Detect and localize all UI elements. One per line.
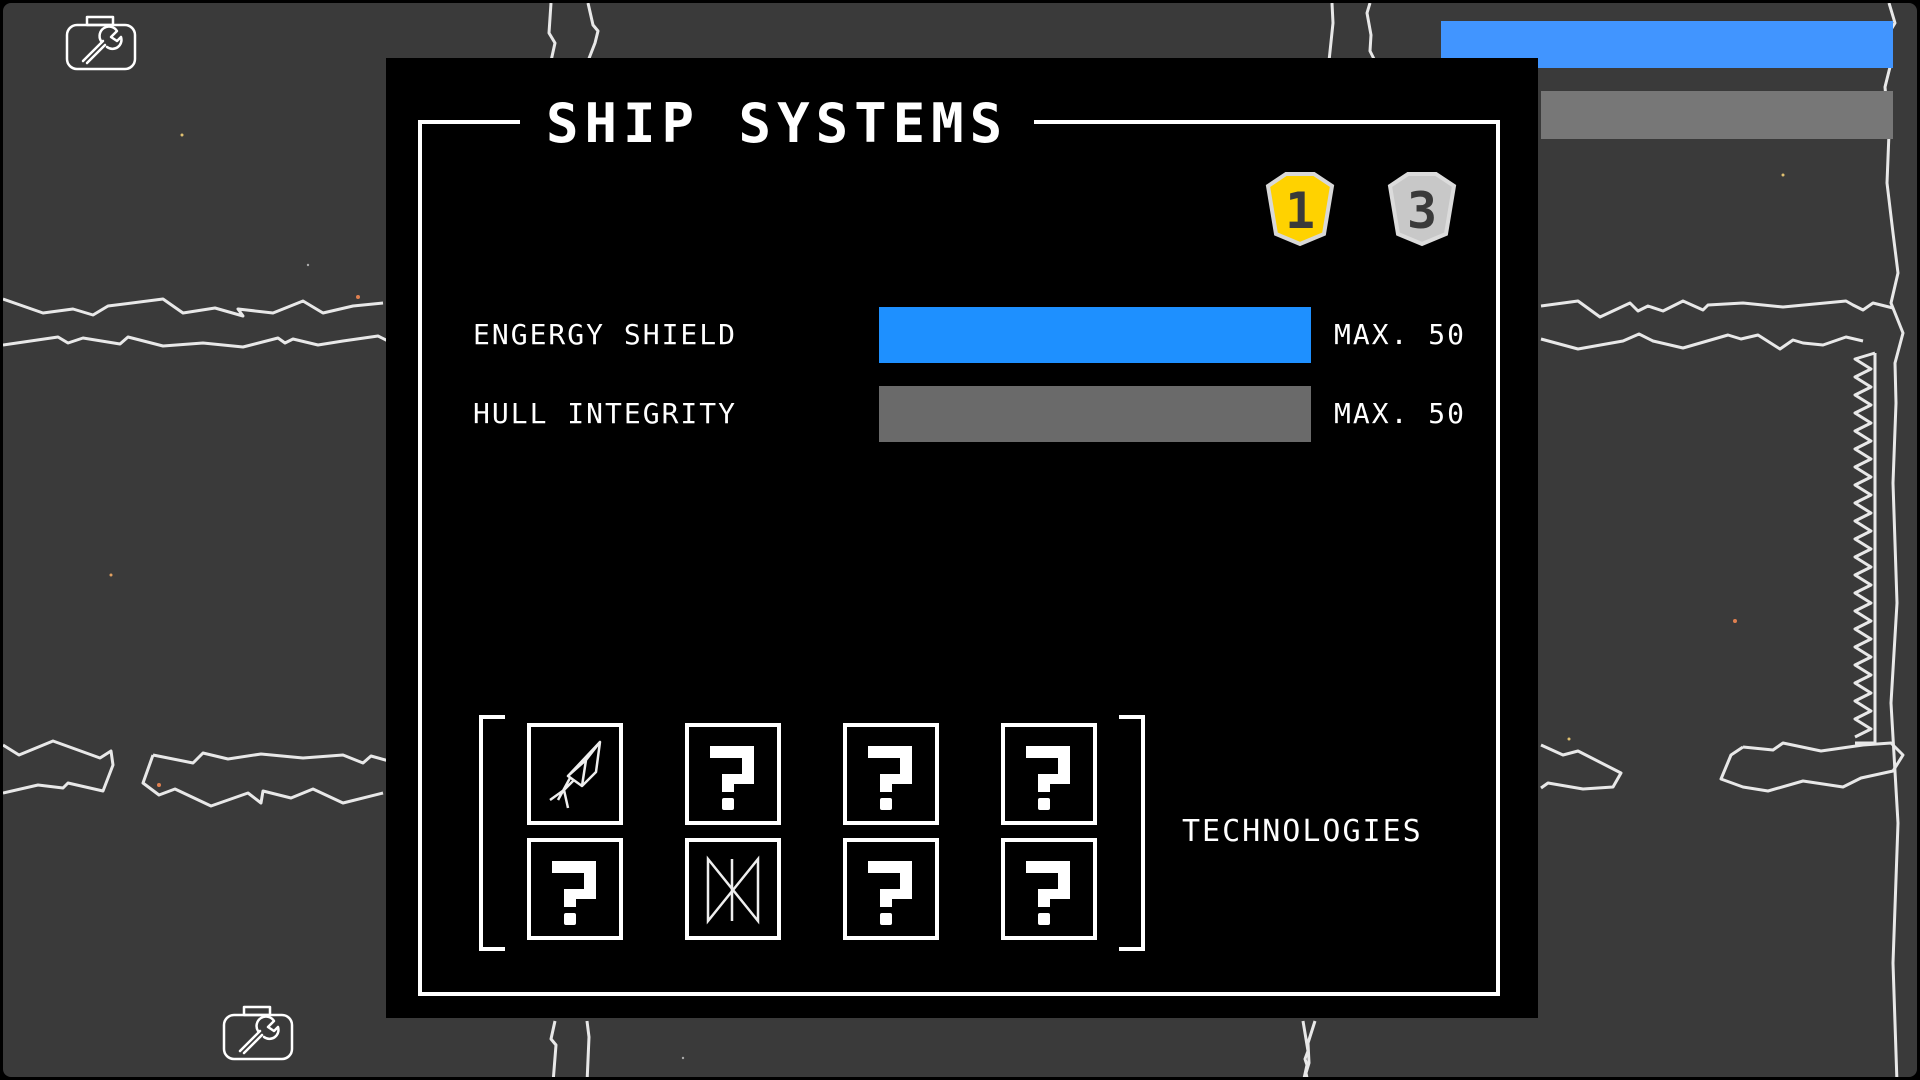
stat-row-energy-shield: ENGERGY SHIELD MAX. 50 xyxy=(473,307,1473,363)
question-mark-icon xyxy=(868,861,912,925)
modal-title: SHIP SYSTEMS xyxy=(520,94,1035,154)
stat-label: HULL INTEGRITY xyxy=(473,397,738,430)
level-badge-3[interactable]: 3 xyxy=(1384,168,1460,248)
tech-slot-rocket[interactable] xyxy=(527,723,623,825)
tech-slot-locked[interactable] xyxy=(1001,723,1097,825)
bracket-right xyxy=(1119,715,1145,951)
stat-max: MAX. 50 xyxy=(1334,318,1467,351)
tech-slot-locked[interactable] xyxy=(527,838,623,940)
svg-text:1: 1 xyxy=(1285,182,1315,240)
tech-slot-locked[interactable] xyxy=(685,723,781,825)
question-mark-icon xyxy=(552,861,596,925)
hull-integrity-bar xyxy=(879,386,1311,442)
question-mark-icon xyxy=(1026,746,1070,810)
hud-hull-bar xyxy=(1541,91,1893,139)
rocket-icon xyxy=(549,740,602,809)
question-mark-icon xyxy=(868,746,912,810)
ship-systems-modal: SHIP SYSTEMS 1 3 ENGERGY SHIELD MAX. 50 … xyxy=(386,58,1538,1018)
tech-slot-locked[interactable] xyxy=(1001,838,1097,940)
svg-text:3: 3 xyxy=(1407,182,1437,240)
bowtie-rune-icon xyxy=(706,855,760,925)
tech-slot-locked[interactable] xyxy=(843,838,939,940)
question-mark-icon xyxy=(710,746,754,810)
question-mark-icon xyxy=(1026,861,1070,925)
stat-row-hull-integrity: HULL INTEGRITY MAX. 50 xyxy=(473,386,1473,442)
energy-shield-bar xyxy=(879,307,1311,363)
toolbox-wrench-icon[interactable] xyxy=(65,15,137,71)
technologies-label: TECHNOLOGIES xyxy=(1182,814,1423,849)
tech-slot-rune[interactable] xyxy=(685,838,781,940)
stat-max: MAX. 50 xyxy=(1334,397,1467,430)
toolbox-wrench-icon[interactable] xyxy=(222,1005,294,1061)
bracket-left xyxy=(479,715,505,951)
level-badge-1[interactable]: 1 xyxy=(1262,168,1338,248)
stat-label: ENGERGY SHIELD xyxy=(473,318,738,351)
tech-slot-locked[interactable] xyxy=(843,723,939,825)
